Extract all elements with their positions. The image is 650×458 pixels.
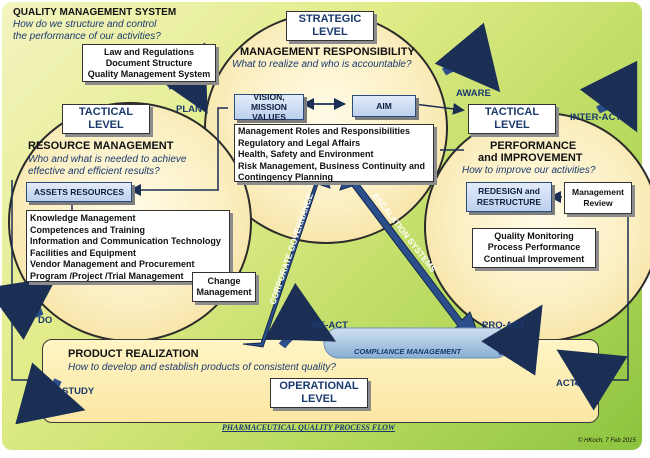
redesign-line2: RESTRUCTURE [476,197,542,207]
right-frame-line [598,199,629,381]
resource-management-heading: RESOURCE MANAGEMENT [28,140,174,152]
vision-box[interactable]: VISION, MISSION VALUES [234,92,304,122]
operational-line1: OPERATIONAL [279,380,359,392]
flow-title: PHARMACEUTICAL QUALITY PROCESS FLOW [222,423,395,432]
pro-act-label: PRO-ACT [482,320,526,331]
strategic-level-line2: LEVEL [312,26,348,38]
performance-heading-line2: and IMPROVEMENT [478,152,583,164]
escalation-arrow [339,167,479,335]
resource-question-line2: effective and efficient results? [28,166,160,177]
tactical-left-line1: TACTICAL [78,106,134,118]
vision-assets-arrow [129,107,228,196]
operational-line2: LEVEL [301,393,337,405]
laws-line: Document Structure [105,57,193,68]
inter-act-label: INTER-ACT [570,112,622,123]
escalation-label: ESCALATION SYSTEMS [370,191,438,274]
change-line1: Change [207,276,241,286]
tactical-right-line1: TACTICAL [484,106,540,118]
laws-box: Law and Regulations Document Structure Q… [82,44,216,82]
redesign-line1: REDESIGN and [478,186,540,196]
assets-resources-box[interactable]: ASSETS RESOURCES [26,182,132,202]
product-realization-question: How to develop and establish products of… [68,362,336,373]
review-line1: Management [572,187,624,197]
roles-line: Contingency Planning [238,172,334,182]
management-review-box[interactable]: Management Review [564,182,632,214]
system-subtitle-line2: the performance of our activities? [13,31,161,42]
laws-line: Law and Regulations [103,46,194,57]
knowledge-line: Vendor Management and Procurement [30,259,195,269]
management-responsibility-heading: MANAGEMENT RESPONSIBILITY [240,46,415,58]
roles-line: Management Roles and Responsibilities [238,126,411,136]
redesign-box[interactable]: REDESIGN and RESTRUCTURE [466,182,552,212]
roles-line: Risk Management, Business Continuity and [238,160,426,171]
act-label: ACT [556,378,576,389]
monitoring-line: Quality Monitoring [494,230,574,241]
tactical-left-level-box: TACTICAL LEVEL [62,104,150,134]
copyright: © HKoch, 7 Feb 2015 [578,438,636,444]
aware-label: AWARE [456,88,491,99]
study-arrow [15,362,86,425]
strategic-question: What to realize and who is accountable? [232,59,412,70]
study-label: STUDY [62,386,95,397]
strategic-level-box: STRATEGIC LEVEL [286,11,374,41]
vision-line2: VALUES [252,112,286,122]
corporate-governance-label: CORPORATE GOVERNANCE [267,191,315,305]
change-management-box[interactable]: Change Management [192,272,256,302]
roles-line: Regulatory and Legal Affairs [238,137,361,148]
compliance-label: COMPLIANCE MANAGEMENT [354,347,462,356]
knowledge-line: Information and Communication Technology [30,236,221,246]
re-act-label: RE-ACT [312,320,348,331]
review-line2: Review [583,198,613,208]
plan-arrow [148,42,208,115]
vision-line1: VISION, MISSION [251,92,287,112]
knowledge-box: Knowledge Management Competences and Tra… [26,210,230,282]
do-arrow [0,276,58,340]
aware-arrow [434,22,501,93]
change-line2: Management [196,287,252,297]
resource-question-line1: Who and what is needed to achieve [28,154,187,165]
aim-redesign-arrow [413,102,465,115]
roles-box: Management Roles and Responsibilities Re… [234,124,434,182]
knowledge-line: Competences and Training [30,224,146,235]
system-title: QUALITY MANAGEMENT SYSTEM [13,7,177,18]
performance-question: How to improve our activities? [462,165,596,176]
monitoring-line: Process Performance [487,242,581,253]
act-arrow [556,349,628,411]
knowledge-line: Program /Project /Trial Management [30,270,184,281]
inter-act-arrow [579,60,638,133]
strategic-level-line1: STRATEGIC [298,13,362,25]
monitoring-line: Continual Improvement [483,253,585,264]
system-subtitle-line1: How do we structure and control [13,19,157,30]
laws-line: Quality Management System [87,68,211,79]
tactical-right-level-box: TACTICAL LEVEL [468,104,556,134]
product-realization-heading: PRODUCT REALIZATION [68,348,199,360]
knowledge-line: Knowledge Management [30,213,136,223]
re-act-arrow [264,282,337,349]
plan-label: PLAN [176,104,202,115]
knowledge-line: Facilities and Equipment [30,247,137,258]
pro-act-arrow [481,304,543,376]
tactical-right-line2: LEVEL [494,119,530,131]
performance-heading-line1: PERFORMANCE [490,140,577,152]
operational-level-box: OPERATIONAL LEVEL [270,378,368,408]
quality-monitoring-box: Quality Monitoring Process Performance C… [472,228,596,268]
do-label: DO [38,315,53,326]
tactical-left-line2: LEVEL [88,119,124,131]
aim-box[interactable]: AIM [352,95,416,117]
roles-line: Health, Safety and Environment [238,149,374,159]
